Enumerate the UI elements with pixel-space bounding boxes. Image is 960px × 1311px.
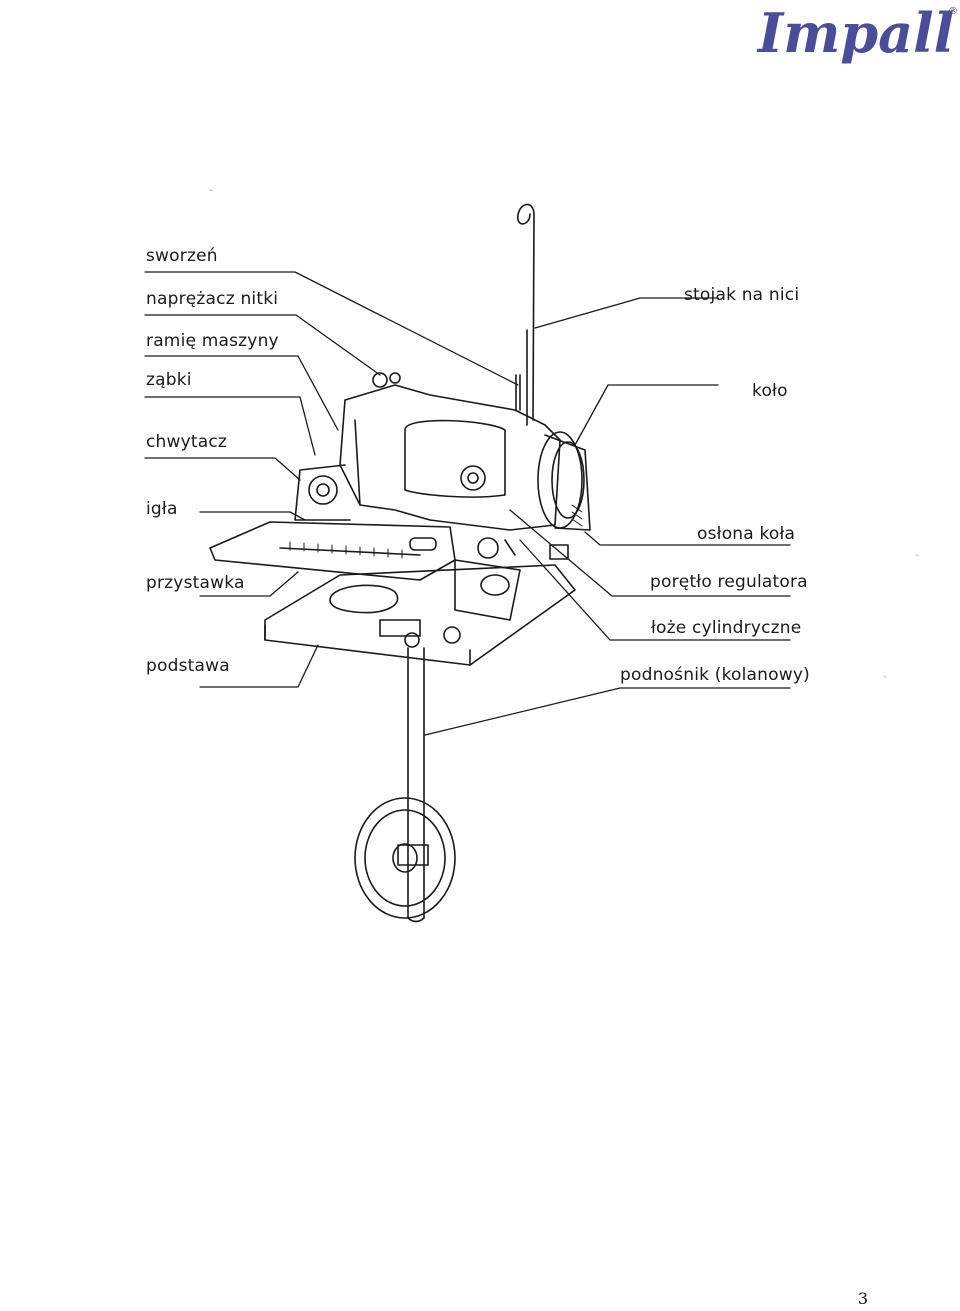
label-podstawa: podstawa — [146, 656, 230, 676]
machine-base — [264, 564, 576, 666]
leader-sworzen — [144, 271, 519, 386]
machine-arm — [294, 372, 561, 531]
leader-podnosnik — [424, 687, 791, 736]
label-ramie-maszyny: ramię maszyny — [146, 331, 279, 351]
label-kolo: koło — [752, 381, 788, 401]
leader-oslona — [584, 531, 791, 546]
leader-loze — [519, 539, 791, 641]
leader-kolo — [574, 384, 719, 446]
handwheel — [537, 431, 591, 531]
impall-logo: Impall ® — [756, 1, 958, 64]
regulator-and-bed — [454, 465, 569, 621]
label-podnosnik-kolanowy: podnośnik (kolanowy) — [620, 665, 810, 685]
leader-igla — [199, 511, 306, 521]
knee-lifter — [354, 626, 461, 923]
page-number: 3 — [857, 1289, 868, 1308]
label-oslona-kola: osłona koła — [697, 524, 796, 544]
label-naprezacz-nitki: naprężacz nitki — [146, 289, 279, 309]
logo-wordmark: Impall — [756, 1, 954, 64]
leader-poretlo — [509, 509, 791, 597]
leader-stojak — [534, 297, 719, 329]
label-loze-cylindryczne: łoże cylindryczne — [651, 618, 802, 638]
thread-stand — [517, 203, 535, 426]
label-zabki: ząbki — [146, 370, 192, 390]
scan-specks — [209, 189, 919, 678]
leader-przystawka — [199, 571, 299, 597]
label-chwytacz: chwytacz — [146, 432, 228, 452]
label-przystawka: przystawka — [146, 573, 245, 593]
label-sworzen: sworzeń — [146, 246, 218, 266]
leader-zabki — [144, 396, 316, 456]
leader-naprezacz — [144, 314, 381, 376]
leader-ramie — [144, 355, 339, 431]
leader-lines — [144, 271, 791, 736]
label-igla: igła — [146, 499, 178, 519]
leader-podstawa — [199, 644, 319, 688]
label-poretlo-regulatora: porętło regulatora — [650, 572, 808, 592]
leader-chwytacz — [144, 457, 301, 481]
registered-mark: ® — [948, 6, 958, 17]
label-stojak-na-nici: stojak na nici — [684, 285, 800, 305]
